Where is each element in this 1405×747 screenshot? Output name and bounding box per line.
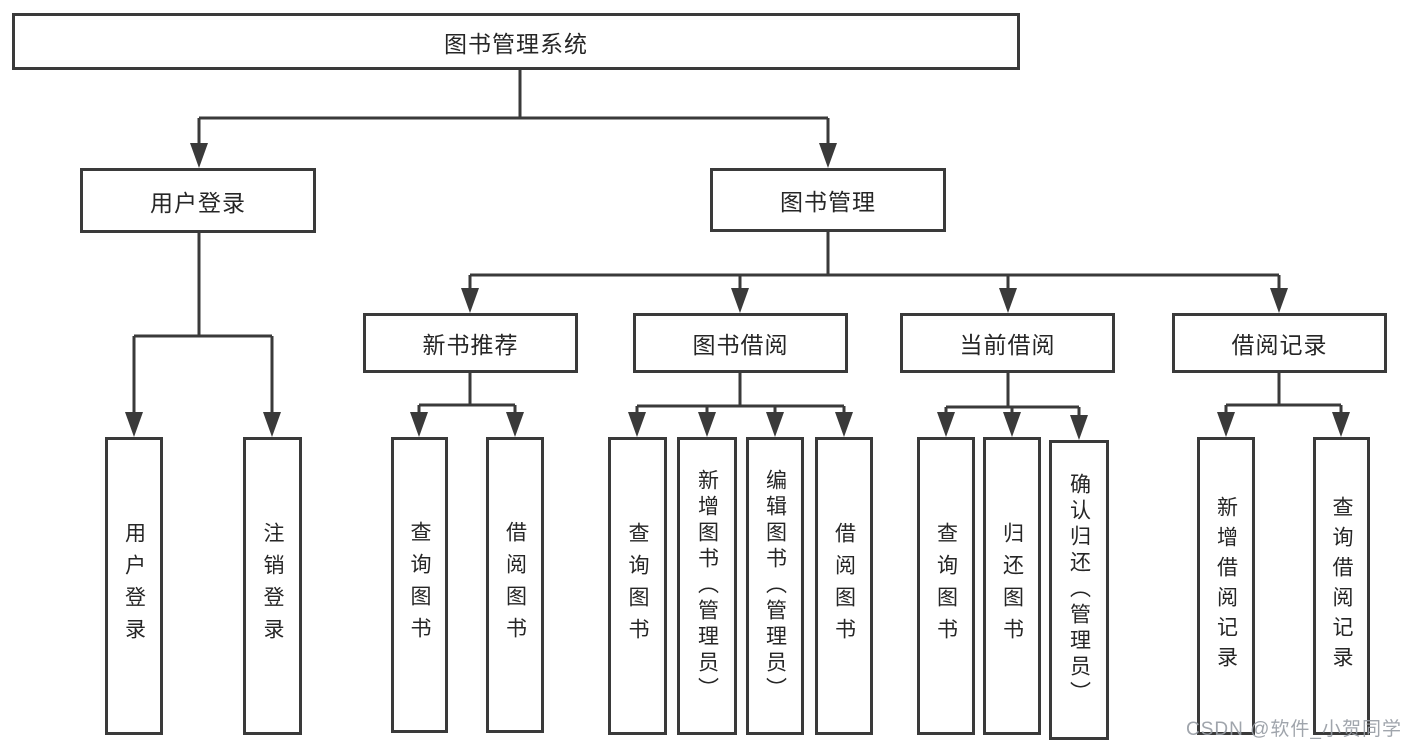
leaf-logout: 注销登录 (243, 437, 302, 735)
leaf-borrow-book-1-label: 借阅图书 (503, 521, 527, 649)
arrowheads (125, 143, 1350, 440)
node-current-borrow-label: 当前借阅 (959, 332, 1056, 358)
leaf-query-book-3-label: 查询图书 (934, 522, 958, 650)
leaf-return-book: 归还图书 (983, 437, 1041, 735)
node-root-label: 图书管理系统 (444, 30, 588, 57)
leaf-query-book-2: 查询图书 (608, 437, 667, 735)
leaf-edit-book-admin: 编辑图书（管理员） (746, 437, 804, 735)
leaf-query-book-2-label: 查询图书 (626, 522, 649, 650)
leaf-logout-label: 注销登录 (261, 522, 284, 650)
leaf-borrow-book-2-label: 借阅图书 (832, 522, 856, 650)
node-new-book-recommend-label: 新书推荐 (422, 332, 519, 358)
node-borrow-record: 借阅记录 (1172, 313, 1387, 373)
node-user-login: 用户登录 (80, 168, 316, 233)
leaf-add-book-admin-label: 新增图书（管理员） (695, 469, 719, 703)
node-book-borrow-label: 图书借阅 (692, 332, 789, 358)
node-current-borrow: 当前借阅 (900, 313, 1115, 373)
node-book-management: 图书管理 (710, 168, 946, 232)
connector-book-borrow (637, 373, 844, 408)
leaf-add-borrow-record-label: 新增借阅记录 (1214, 496, 1238, 676)
node-book-management-label: 图书管理 (780, 189, 876, 215)
connector-book-mgmt (470, 232, 1279, 277)
leaf-edit-book-admin-label: 编辑图书（管理员） (763, 469, 787, 703)
connector-current-borrow (946, 373, 1079, 409)
node-borrow-record-label: 借阅记录 (1231, 332, 1328, 358)
node-book-borrow: 图书借阅 (633, 313, 848, 373)
leaf-query-book-1: 查询图书 (391, 437, 448, 733)
node-new-book-recommend: 新书推荐 (363, 313, 578, 373)
leaf-query-borrow-record-label: 查询借阅记录 (1330, 496, 1353, 676)
leaf-query-borrow-record: 查询借阅记录 (1313, 437, 1370, 735)
leaf-user-login: 用户登录 (105, 437, 163, 735)
leaf-add-book-admin: 新增图书（管理员） (677, 437, 737, 735)
node-user-login-label: 用户登录 (150, 189, 246, 216)
connector-new-book (419, 373, 515, 407)
leaf-borrow-book-2: 借阅图书 (815, 437, 873, 735)
csdn-watermark: CSDN @软件_小贺同学 (1186, 719, 1402, 740)
leaf-borrow-book-1: 借阅图书 (486, 437, 544, 733)
leaf-confirm-return-admin: 确认归还（管理员） (1049, 440, 1109, 740)
leaf-query-book-3: 查询图书 (917, 437, 975, 735)
leaf-query-book-1-label: 查询图书 (408, 521, 431, 649)
leaf-confirm-return-admin-label: 确认归还（管理员） (1067, 473, 1091, 707)
connector-root (199, 70, 828, 120)
leaf-add-borrow-record: 新增借阅记录 (1197, 437, 1255, 735)
connector-borrow-record (1226, 373, 1341, 407)
leaf-return-book-label: 归还图书 (1000, 522, 1024, 650)
leaf-user-login-label: 用户登录 (122, 522, 146, 650)
connector-user-login (134, 233, 272, 338)
node-root: 图书管理系统 (12, 13, 1020, 70)
